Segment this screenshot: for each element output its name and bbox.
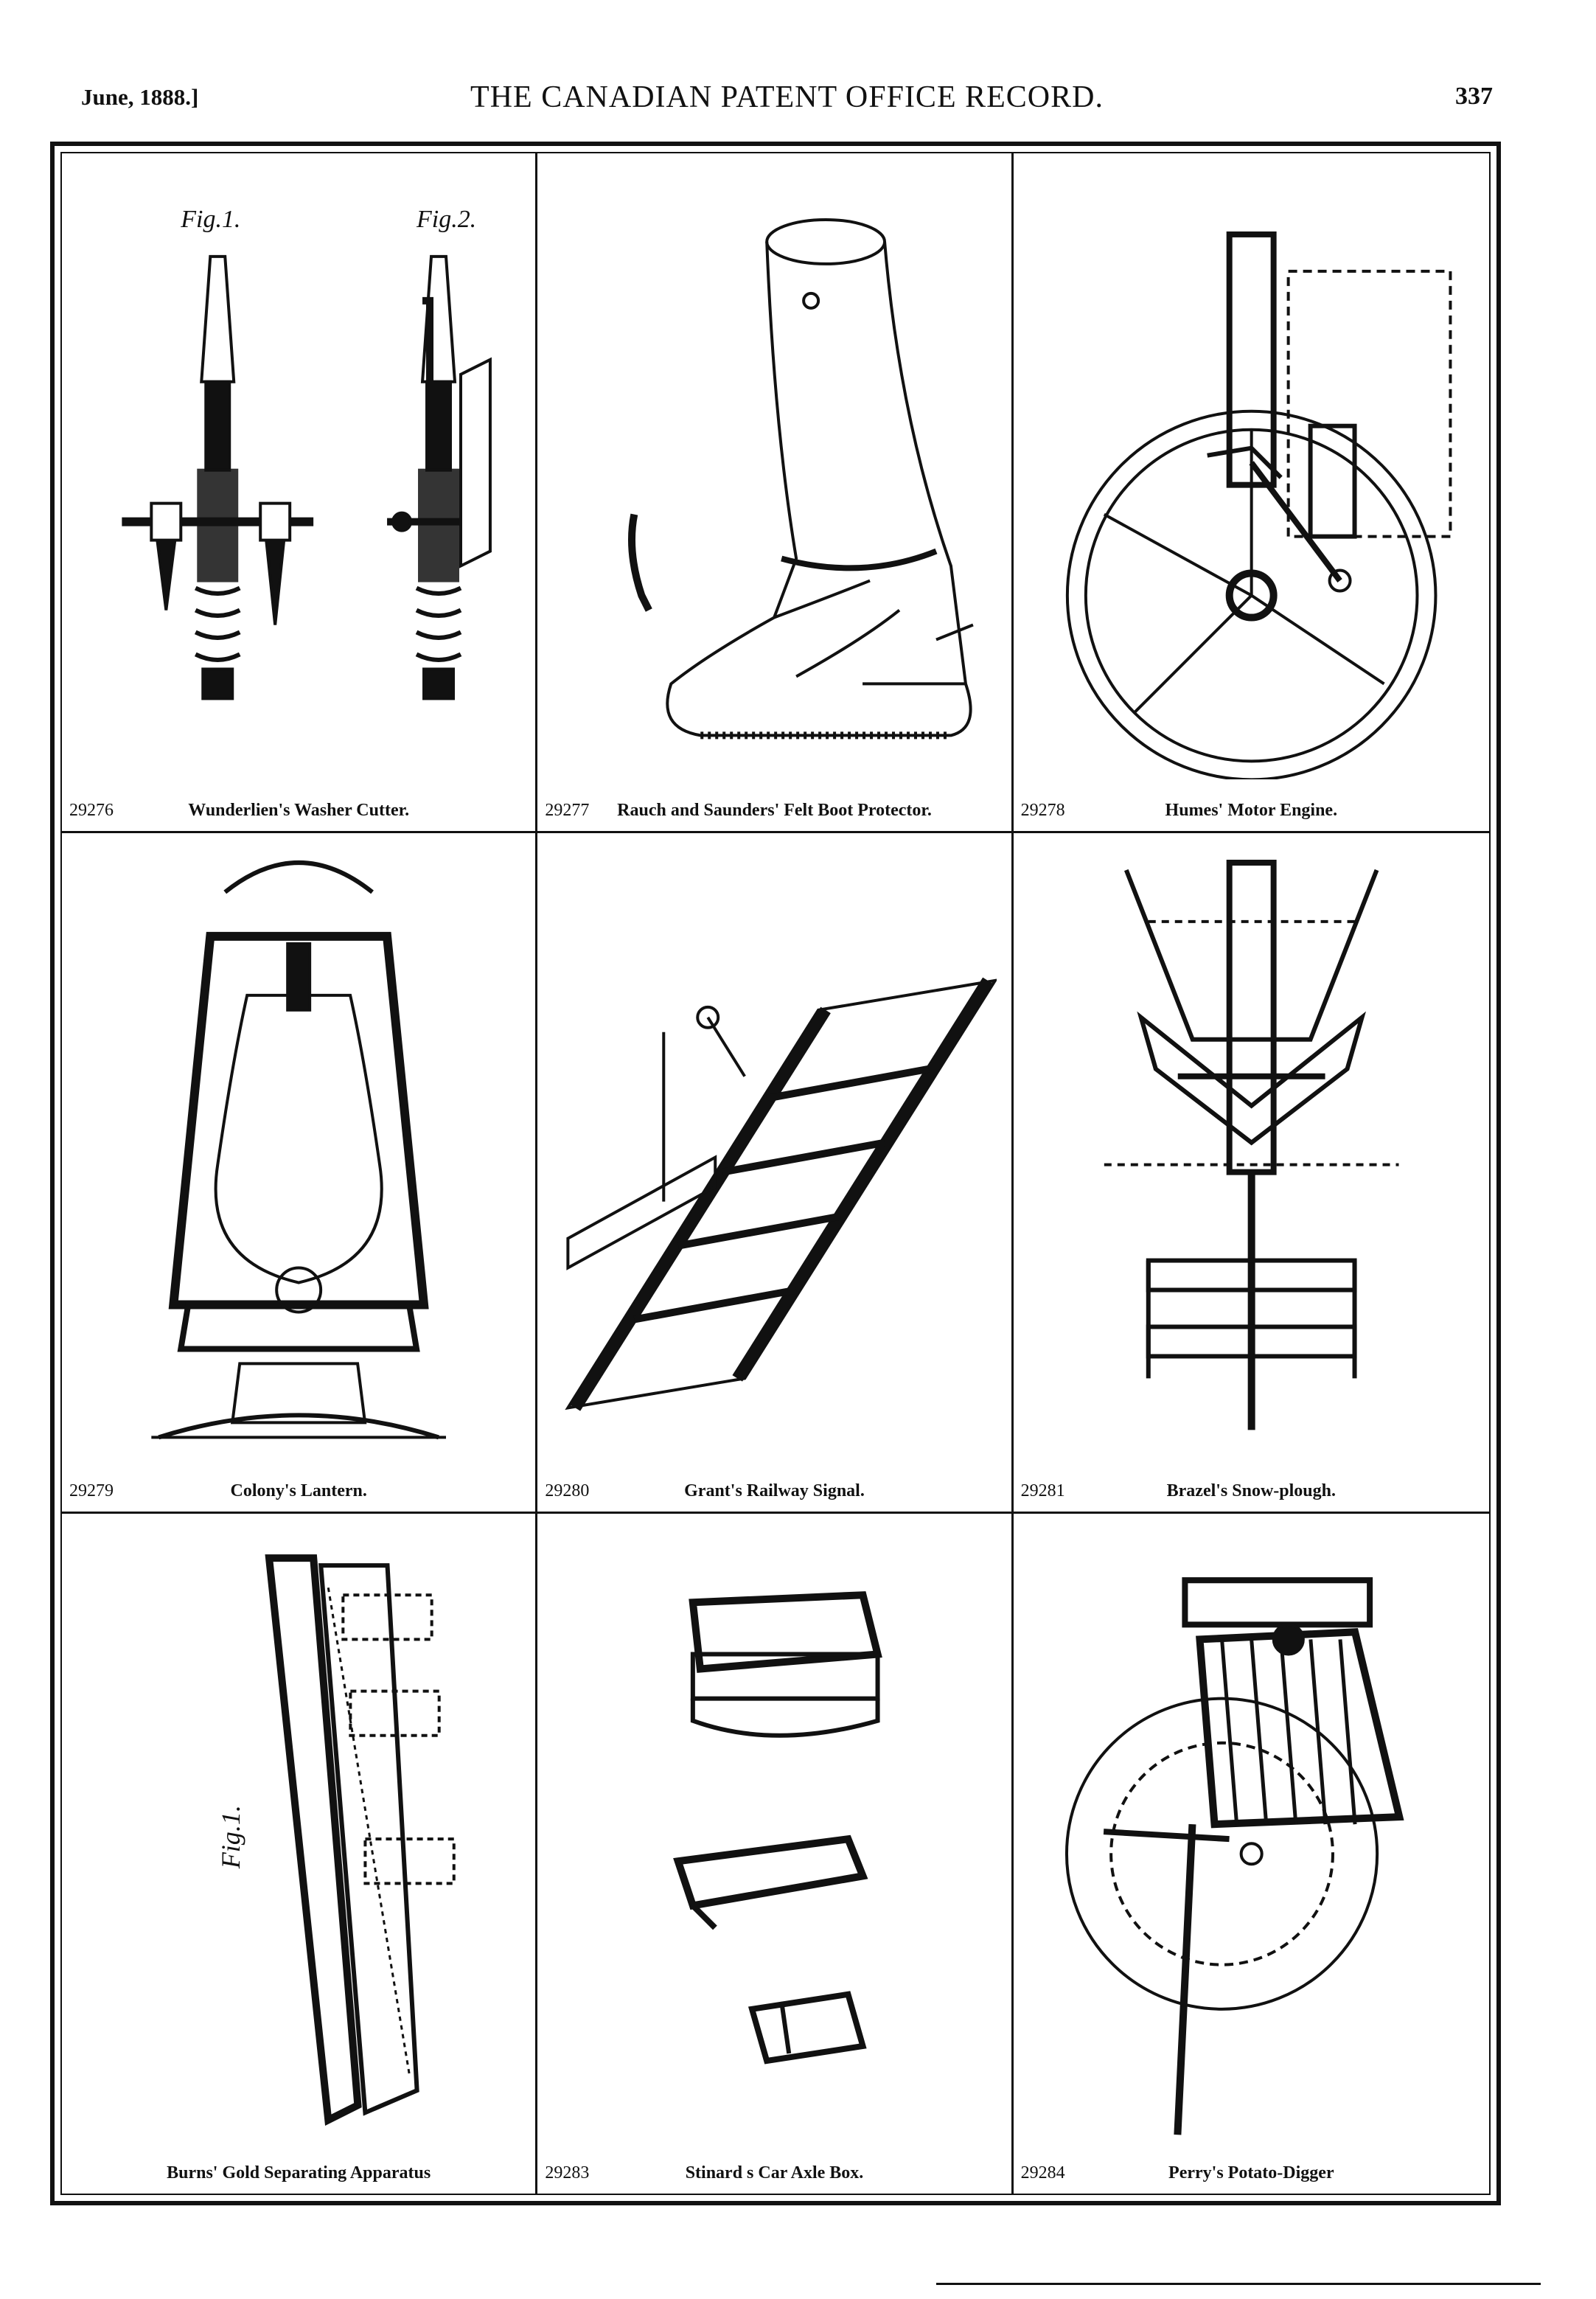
issue-date: June, 1888.] (81, 84, 199, 110)
page-number: 337 (1455, 83, 1493, 110)
plate-caption: 29283 Stinard s Car Axle Box. (545, 2157, 1003, 2183)
plate-potato-digger: 29284 Perry's Potato-Digger (1014, 1514, 1489, 2194)
plate-title: Burns' Gold Separating Apparatus (167, 2163, 431, 2183)
plate-washer-cutter: Fig.1. Fig.2. 29276 Wunderlien's Wa (62, 153, 538, 834)
patent-number: 29277 (545, 801, 590, 821)
lantern-illustration (77, 848, 520, 1459)
plate-title: Humes' Motor Engine. (1165, 801, 1338, 821)
motor-engine-illustration (1028, 168, 1474, 780)
plate-title: Brazel's Snow-plough. (1166, 1481, 1336, 1500)
plate-lantern: 29279 Colony's Lantern. (62, 833, 538, 1514)
plates-grid: Fig.1. Fig.2. 29276 Wunderlien's Wa (62, 153, 1489, 2194)
plate-title: Grant's Railway Signal. (684, 1481, 865, 1500)
footer-rule (936, 2283, 1541, 2285)
patent-number: 29284 (1020, 2163, 1065, 2183)
plate-caption: 29276 Wunderlien's Washer Cutter. (69, 794, 528, 821)
plate-caption: Burns' Gold Separating Apparatus (69, 2157, 528, 2183)
plate-boot-protector: 29277 Rauch and Saunders' Felt Boot Prot… (537, 153, 1014, 834)
plates-frame: Fig.1. Fig.2. 29276 Wunderlien's Wa (50, 142, 1501, 2205)
patent-number: 29278 (1020, 801, 1065, 821)
car-axle-box-illustration (552, 1528, 996, 2142)
plate-title: Perry's Potato-Digger (1168, 2163, 1334, 2183)
washer-cutter-illustration: Fig.1. Fig.2. (77, 168, 520, 779)
plate-gold-separator: Fig.1. Burns' Gold Separating Apparatus (62, 1513, 538, 2194)
boot-protector-illustration (552, 168, 996, 779)
plate-title: Colony's Lantern. (230, 1481, 367, 1500)
gold-separator-illustration: Fig.1. (77, 1528, 520, 2142)
patent-number: 29279 (69, 1481, 114, 1500)
plate-title: Wunderlien's Washer Cutter. (188, 801, 410, 821)
patent-number: 29283 (545, 2163, 590, 2183)
plate-motor-engine: 29278 Humes' Motor Engine. (1013, 153, 1489, 834)
plate-railway-signal: 29280 Grant's Railway Signal. (537, 833, 1014, 1514)
fig1-label: Fig.1. (180, 206, 240, 233)
plate-caption: 29281 Brazel's Snow-plough. (1021, 1475, 1482, 1501)
potato-digger-illustration (1028, 1528, 1474, 2142)
plate-title: Stinard s Car Axle Box. (685, 2163, 864, 2183)
fig1-label: Fig.1. (216, 1805, 245, 1869)
patent-number: 29280 (545, 1481, 590, 1500)
plate-car-axle-box: 29283 Stinard s Car Axle Box. (537, 1513, 1014, 2194)
plate-snow-plough: 29281 Brazel's Snow-plough. (1013, 833, 1489, 1514)
snow-plough-illustration (1028, 848, 1474, 1459)
plate-caption: 29278 Humes' Motor Engine. (1021, 794, 1482, 821)
page-header: June, 1888.] THE CANADIAN PATENT OFFICE … (81, 80, 1493, 124)
patent-number: 29281 (1020, 1481, 1065, 1500)
plate-title: Rauch and Saunders' Felt Boot Protector. (617, 801, 932, 821)
plate-caption: 29277 Rauch and Saunders' Felt Boot Prot… (545, 794, 1003, 821)
railway-signal-illustration (552, 848, 997, 1459)
plate-caption: 29284 Perry's Potato-Digger (1021, 2157, 1482, 2183)
fig2-label: Fig.2. (416, 206, 476, 233)
plate-caption: 29280 Grant's Railway Signal. (545, 1475, 1003, 1501)
plate-caption: 29279 Colony's Lantern. (69, 1475, 528, 1501)
publication-title: THE CANADIAN PATENT OFFICE RECORD. (470, 80, 1104, 114)
patent-number: 29276 (69, 801, 114, 821)
